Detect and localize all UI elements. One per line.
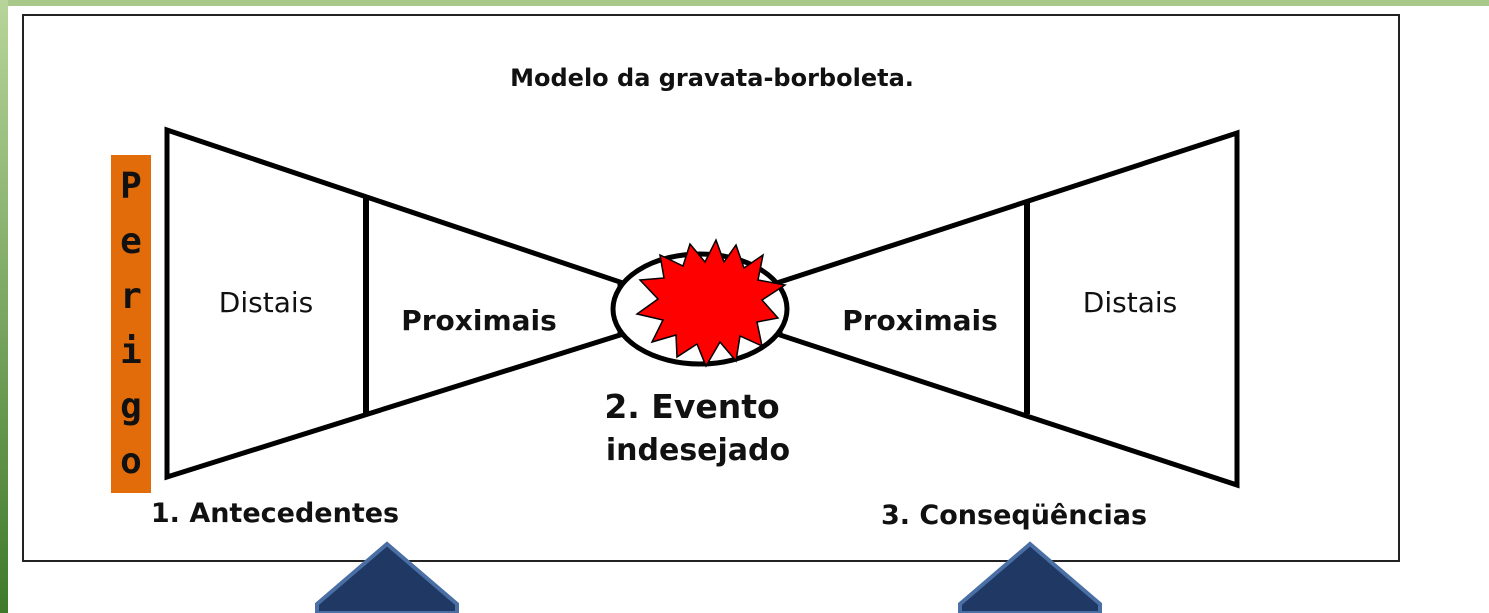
event-label-line2: indesejado bbox=[606, 433, 790, 468]
event-label-line1: 2. Evento bbox=[604, 387, 779, 426]
left-up-arrow-shape bbox=[315, 541, 459, 613]
left-distal-label: Distais bbox=[219, 286, 313, 319]
left-wing-shape bbox=[164, 126, 623, 481]
hazard-vertical-label: P e r i g o bbox=[111, 155, 151, 493]
right-proximal-label: Proximais bbox=[842, 304, 998, 337]
antecedents-caption: 1. Antecedentes bbox=[151, 498, 399, 529]
hazard-letter: r bbox=[120, 275, 142, 317]
left-proximal-label: Proximais bbox=[401, 304, 557, 337]
hazard-letter: o bbox=[120, 440, 142, 482]
hazard-letter: P bbox=[120, 165, 142, 207]
explosion-icon bbox=[635, 238, 787, 368]
left-accent-strip bbox=[0, 0, 8, 613]
right-up-arrow-shape bbox=[958, 541, 1102, 613]
right-distal-label: Distais bbox=[1083, 286, 1177, 319]
hazard-letter: e bbox=[120, 220, 142, 262]
hazard-letter: g bbox=[120, 385, 142, 427]
right-wing-shape bbox=[777, 129, 1240, 489]
top-accent-strip bbox=[0, 0, 1489, 6]
hazard-letter: i bbox=[120, 330, 142, 372]
consequences-caption: 3. Conseqüências bbox=[881, 500, 1147, 531]
diagram-title: Modelo da gravata-borboleta. bbox=[510, 64, 914, 92]
